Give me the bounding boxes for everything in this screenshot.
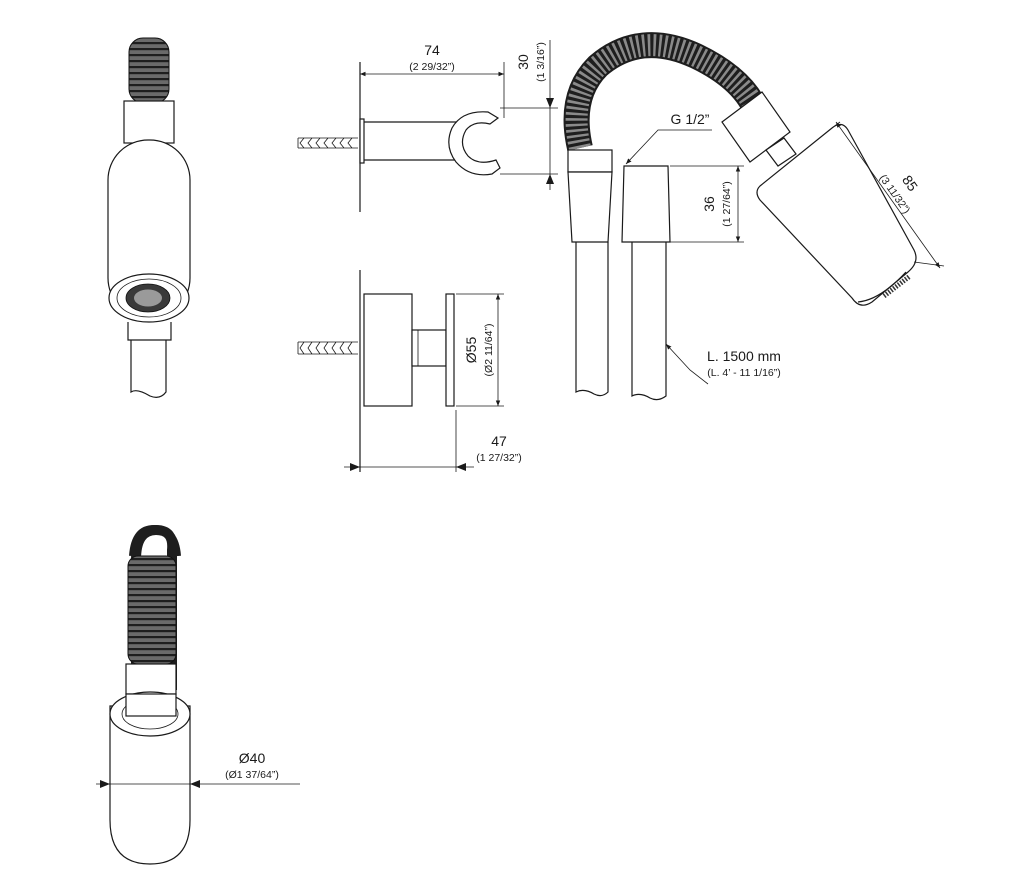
thread-label: G 1/2” [671, 111, 710, 127]
dim-36-main: 36 [701, 196, 717, 212]
hose-length-main: L. 1500 mm [707, 348, 781, 364]
left-fitting-nut [567, 149, 613, 173]
side-view-flange: Ø55 (Ø2 11/64”) 47 (1 27/32”) [297, 270, 522, 472]
side-view-holder: 74 (2 29/32”) 30 (1 3/16”) [297, 40, 558, 212]
dim-47-arrow-right [456, 463, 466, 471]
connector-neck [123, 100, 175, 144]
hose-ribbed-body [127, 555, 177, 665]
right-hose-pipe [631, 242, 667, 401]
dim-30-arrow-top [546, 98, 554, 108]
collar-front [125, 693, 177, 717]
dim-55-sub: (Ø2 11/64”) [483, 324, 495, 377]
dim-ext-85-b [913, 261, 945, 267]
dim-47-sub: (1 27/32”) [476, 452, 522, 464]
screw-anchor-2 [297, 341, 358, 355]
hose-top [128, 37, 170, 104]
dim-55-main: Ø55 [463, 337, 479, 364]
dim-47-arrow-left [350, 463, 360, 471]
holder-bracket [127, 322, 172, 341]
dim-74-main: 74 [424, 42, 440, 58]
dim-36-sub: (1 27/64”) [721, 181, 733, 227]
dim-40-main: Ø40 [239, 750, 266, 766]
head-connector [721, 91, 791, 163]
shower-head-nozzles [882, 274, 912, 298]
wall-flange [359, 118, 365, 164]
bottom-view-shower: Ø40 (Ø1 37/64”) [96, 524, 300, 865]
screw-anchor [297, 137, 358, 149]
hose-assembly-view: 85 (3 11/32”) G 1/2” 36 (1 27/64”) L. 15… [563, 32, 945, 401]
flange-base [363, 293, 413, 407]
thread-leader [625, 129, 712, 165]
hose-length-leader [665, 343, 709, 385]
dim-40-arrow-right [190, 780, 200, 788]
flange-stem [411, 329, 447, 367]
spray-face-ring [116, 278, 182, 318]
c-ring-holder [448, 111, 501, 176]
shower-head-face [857, 271, 907, 303]
holder-arm [364, 121, 458, 161]
dim-85-main: 85 [899, 172, 921, 194]
hose-top-cap [129, 524, 181, 557]
dim-30-sub: (1 3/16”) [535, 42, 547, 82]
ribbed-hose-ribs [565, 34, 767, 151]
cylinder-body [109, 705, 191, 865]
dim-line-85 [835, 121, 941, 269]
dim-40-sub: (Ø1 37/64”) [225, 769, 279, 781]
dim-47-main: 47 [491, 433, 507, 449]
hose-length-sub: (L. 4’ - 11 1/16”) [707, 367, 781, 379]
left-hose-pipe [575, 242, 609, 397]
hose-collar [125, 663, 177, 695]
dim-30-main: 30 [515, 54, 531, 70]
spray-nozzles-center [134, 289, 162, 307]
dim-40-arrow-left [100, 780, 110, 788]
left-fitting-cone [567, 171, 613, 243]
dim-ext-85-a [831, 121, 841, 129]
head-neck [765, 137, 797, 167]
lower-pipe [130, 340, 167, 398]
right-fitting-cone [621, 165, 671, 243]
dim-74-sub: (2 29/32”) [409, 61, 455, 73]
dim-30-arrow-bottom [546, 174, 554, 184]
front-view-shower [107, 37, 191, 398]
flange-disc [445, 293, 455, 407]
